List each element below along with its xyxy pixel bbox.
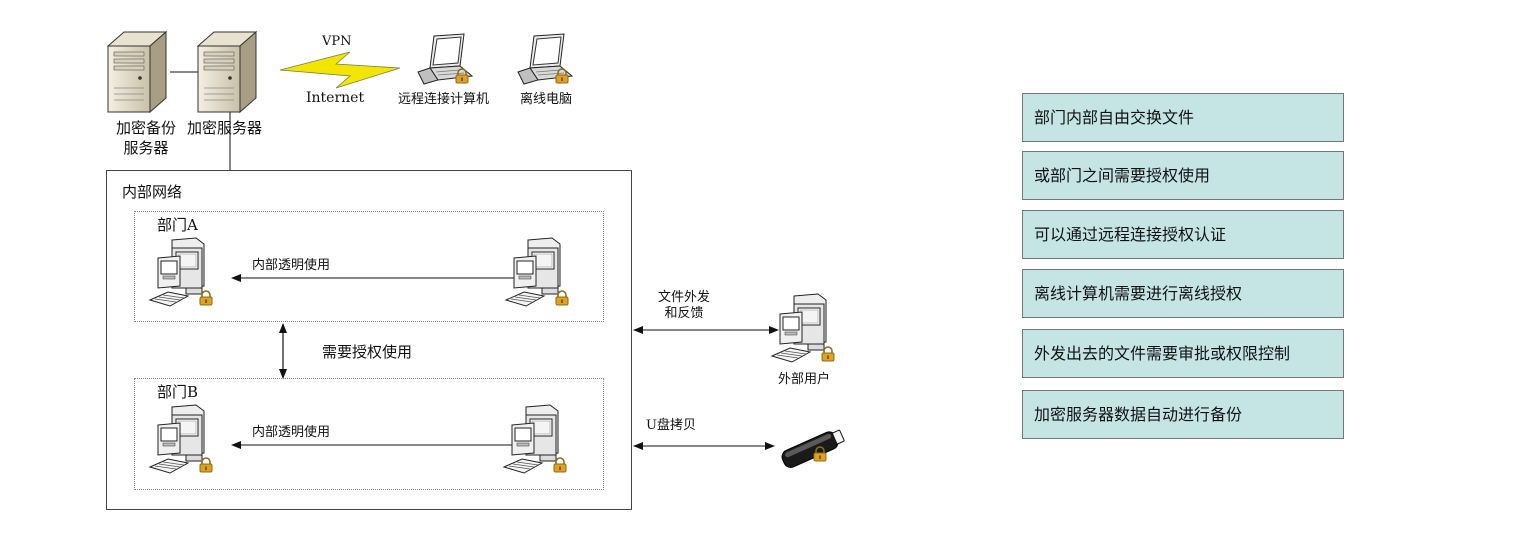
usb-drive-icon xyxy=(781,429,845,468)
feature-box-2: 或部门之间需要授权使用 xyxy=(1022,151,1344,200)
offline-pc-label: 离线电脑 xyxy=(520,92,573,107)
dept-b-flow-label: 内部透明使用 xyxy=(252,425,331,440)
dept-a-box xyxy=(134,211,604,322)
feature-box-6: 加密服务器数据自动进行备份 xyxy=(1022,390,1344,439)
encryption-server-icon xyxy=(196,28,258,114)
dept-a-label: 部门A xyxy=(157,216,198,234)
remote-computer-label: 远程连接计算机 xyxy=(398,92,490,107)
encryption-server-label: 加密服务器 xyxy=(187,119,263,137)
feature-box-1: 部门内部自由交换文件 xyxy=(1022,93,1344,142)
offline-laptop-icon xyxy=(514,32,578,88)
vpn-lightning xyxy=(279,51,401,89)
feature-box-3: 可以通过远程连接授权认证 xyxy=(1022,210,1344,259)
external-user-label: 外部用户 xyxy=(778,372,831,387)
auth-label: 需要授权使用 xyxy=(322,343,413,361)
backup-server-label: 加密备份 服务器 xyxy=(104,118,188,158)
internal-network-label: 内部网络 xyxy=(122,183,183,201)
dept-b-box xyxy=(134,378,604,490)
vpn-label: VPN xyxy=(322,34,352,49)
file-out-label: 文件外发 和反馈 xyxy=(650,290,718,322)
dept-b-left-pc-icon xyxy=(146,403,218,477)
backup-server-icon xyxy=(106,28,168,114)
file-out-label-line-1: 文件外发 xyxy=(657,290,710,305)
dept-a-left-pc-icon xyxy=(146,236,218,310)
backup-server-label-line-2: 服务器 xyxy=(123,139,169,157)
feature-box-4: 离线计算机需要进行离线授权 xyxy=(1022,269,1344,318)
dept-b-right-pc-icon xyxy=(500,403,572,477)
dept-a-right-pc-icon xyxy=(502,236,574,310)
file-out-label-line-2: 和反馈 xyxy=(664,306,704,321)
usb-copy-label: U盘拷贝 xyxy=(646,418,696,433)
internal-network-box xyxy=(106,170,632,510)
remote-laptop-icon xyxy=(414,32,478,88)
dept-a-flow-label: 内部透明使用 xyxy=(252,258,331,273)
dept-b-label: 部门B xyxy=(157,383,199,401)
external-user-pc-icon xyxy=(768,292,840,366)
internet-label: Internet xyxy=(306,90,365,106)
feature-box-5: 外发出去的文件需要审批或权限控制 xyxy=(1022,329,1344,378)
backup-server-label-line-1: 加密备份 xyxy=(115,119,176,137)
